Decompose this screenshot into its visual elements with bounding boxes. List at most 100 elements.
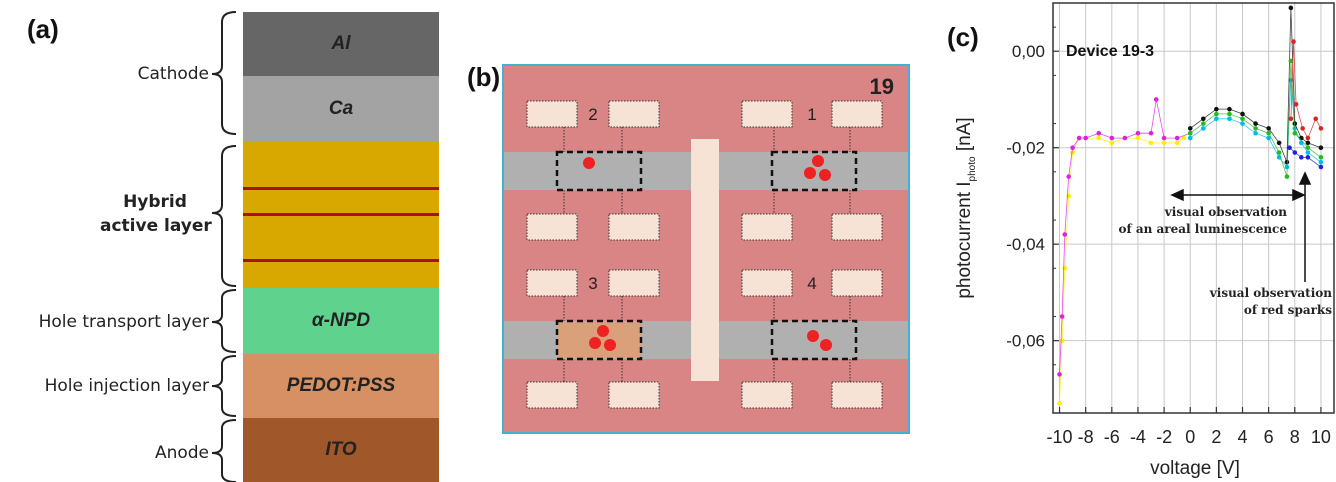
data-point	[1305, 155, 1311, 160]
data-point	[1070, 150, 1075, 155]
x-tick-label: 8	[1290, 427, 1300, 447]
layer-al: Al	[243, 12, 439, 76]
data-point	[1096, 130, 1102, 136]
device-number-3: 3	[588, 274, 597, 293]
x-axis-label: voltage [V]	[1150, 458, 1240, 479]
data-point	[1253, 126, 1258, 131]
data-point	[1181, 135, 1186, 141]
data-point	[1266, 135, 1271, 141]
contact-pad	[608, 100, 660, 128]
contact-pad	[608, 269, 660, 297]
data-point	[1300, 126, 1305, 131]
data-point	[1214, 111, 1219, 117]
data-point	[1288, 5, 1294, 11]
data-point	[1284, 159, 1290, 165]
x-tick-label: 0	[1185, 427, 1195, 447]
data-point	[1062, 265, 1068, 271]
spark-dot	[597, 325, 609, 337]
device-3-outline	[555, 319, 643, 361]
contact-pad	[741, 269, 793, 297]
panel-a-label: (a)	[27, 14, 59, 44]
data-point	[1214, 116, 1219, 122]
data-point	[1174, 140, 1180, 146]
layer-al-label: Al	[331, 33, 351, 54]
data-point	[1240, 116, 1245, 122]
data-point	[1070, 145, 1075, 151]
device-4-active-area	[770, 319, 858, 361]
data-point	[1318, 164, 1324, 170]
data-point	[1227, 116, 1232, 122]
data-point	[1187, 135, 1193, 141]
data-point	[1305, 145, 1311, 151]
panel-b-label: (b)	[467, 62, 501, 92]
data-point	[1299, 155, 1304, 160]
data-point	[1135, 135, 1141, 141]
sparks-note-line2: of red sparks	[1244, 303, 1332, 317]
y-tick-label: -0,06	[1006, 332, 1045, 351]
data-point	[1287, 145, 1292, 151]
x-tick-label: 2	[1211, 427, 1221, 447]
device-1-active-area	[770, 150, 858, 192]
data-point	[1266, 126, 1271, 131]
y-axis-label: photocurrent Iphoto [nA]	[954, 117, 978, 298]
data-point	[1276, 150, 1282, 155]
hybrid-brace	[211, 145, 237, 287]
contact-pad	[526, 269, 578, 297]
hybrid-label-line2: active layer	[100, 216, 212, 236]
y-axis-label-sub: photo	[967, 156, 978, 181]
data-point	[1057, 372, 1062, 377]
data-point	[1201, 126, 1206, 131]
data-point	[1288, 116, 1294, 122]
y-tick-label: -0,02	[1006, 139, 1045, 158]
data-point	[1266, 130, 1271, 136]
device-label: Device 19-3	[1066, 43, 1154, 60]
hybrid-label: Hybrid active layer	[100, 190, 212, 238]
contact-pad	[741, 100, 793, 128]
x-tick-label: 6	[1264, 427, 1274, 447]
spark-dot	[589, 337, 601, 349]
x-tick-label: 4	[1238, 427, 1248, 447]
data-point	[1240, 121, 1245, 126]
hybrid-label-line1: Hybrid	[123, 192, 187, 212]
data-point	[1066, 174, 1071, 179]
contact-pad	[526, 381, 578, 409]
data-point	[1187, 126, 1193, 131]
contact-pad	[526, 100, 578, 128]
data-point	[1174, 135, 1180, 141]
data-point	[1318, 159, 1324, 165]
hybrid-stripe	[243, 213, 439, 216]
substrate-number: 19	[870, 74, 894, 99]
data-point	[1276, 140, 1282, 146]
cathode-label: Cathode	[137, 64, 209, 84]
panel-c-label: (c)	[947, 22, 979, 52]
chart-grid	[1053, 3, 1334, 413]
data-point	[1187, 130, 1193, 136]
device-number-2: 2	[588, 105, 597, 124]
layer-ca-label: Ca	[328, 98, 354, 119]
spark-dot	[583, 157, 595, 169]
y-tick-label: -0,04	[1006, 235, 1045, 254]
series-line	[1059, 99, 1191, 375]
data-point	[1148, 130, 1154, 136]
data-point	[1076, 135, 1082, 141]
data-point	[1292, 121, 1298, 126]
spark-dot	[820, 339, 832, 351]
data-point	[1318, 155, 1324, 160]
data-point	[1305, 140, 1311, 146]
data-point	[1305, 150, 1311, 155]
luminescence-note-line1: visual observation	[1164, 205, 1287, 219]
layer-pedot: PEDOT:PSS	[243, 354, 439, 418]
x-tick-label: -4	[1130, 427, 1146, 447]
contact-pad	[831, 100, 883, 128]
hil-label: Hole injection layer	[44, 376, 209, 396]
data-point	[1299, 140, 1304, 146]
data-point	[1305, 135, 1311, 141]
contact-pad	[831, 269, 883, 297]
anode-brace	[211, 419, 237, 482]
layer-braces	[211, 11, 237, 482]
x-tick-label: -10	[1047, 427, 1073, 447]
y-tick-label: 0,00	[1012, 42, 1045, 61]
data-point	[1083, 135, 1088, 141]
data-point	[1057, 401, 1062, 406]
spark-dot	[807, 330, 819, 342]
